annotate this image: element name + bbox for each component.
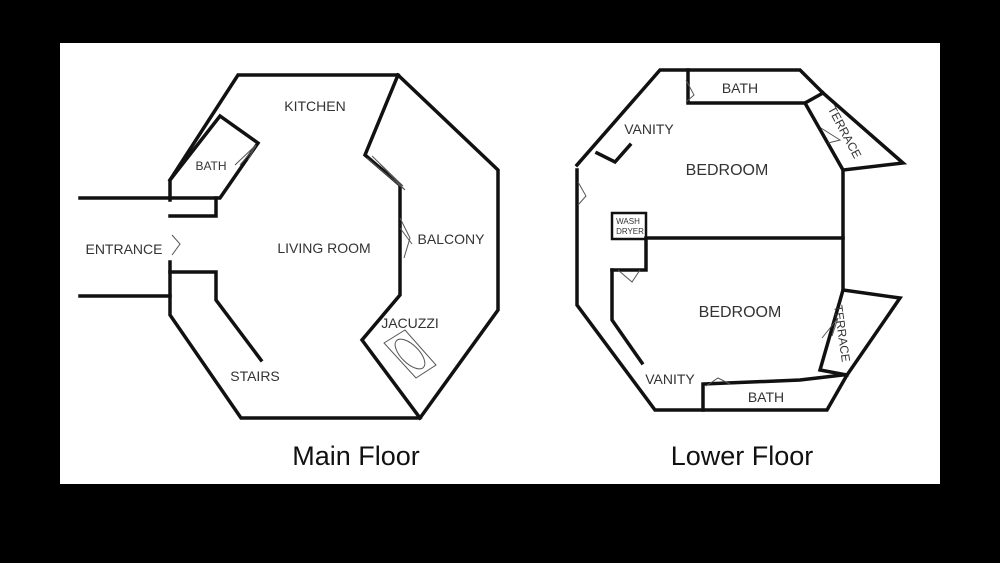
lower-floor-plan: BATH VANITY TERRACE BEDROOM WASH DRYER B… <box>574 68 908 471</box>
room-label-bottom-terrace: TERRACE <box>831 304 853 363</box>
room-label-balcony: BALCONY <box>418 231 486 247</box>
lower-floor-outer-wall <box>574 68 908 412</box>
top-vanity-wall <box>594 142 633 165</box>
top-bath-wall <box>686 68 826 105</box>
room-label-stairs: STAIRS <box>230 368 280 384</box>
room-label-wash: WASH <box>616 217 640 226</box>
main-floor-outer-wall <box>168 73 500 420</box>
main-floor-plan: KITCHEN BATH ENTRANCE LIVING ROOM BALCON… <box>78 72 500 471</box>
room-label-jacuzzi: JACUZZI <box>381 315 439 331</box>
closet-corridor-wall <box>610 237 648 272</box>
door-symbols <box>171 144 413 259</box>
room-label-entrance: ENTRANCE <box>85 241 162 257</box>
room-label-bottom-bath: BATH <box>748 389 784 405</box>
room-label-top-bath: BATH <box>722 80 758 96</box>
lower-floor-caption: Lower Floor <box>671 441 814 471</box>
main-floor-caption: Main Floor <box>292 441 420 471</box>
room-label-bath: BATH <box>195 159 226 173</box>
wash-dryer-closet <box>610 211 648 241</box>
balcony-wall <box>359 72 423 421</box>
room-label-dryer: DRYER <box>616 227 644 236</box>
room-label-top-bedroom: BEDROOM <box>686 162 769 179</box>
room-label-top-vanity: VANITY <box>624 121 674 137</box>
main-bath-wall <box>167 113 261 200</box>
stairs-wall <box>168 270 264 363</box>
room-label-bottom-vanity: VANITY <box>645 371 695 387</box>
room-label-bottom-bedroom: BEDROOM <box>699 304 782 321</box>
jacuzzi-tub <box>383 329 437 379</box>
bottom-vanity-wall <box>610 268 645 366</box>
top-terrace-wall <box>802 100 846 173</box>
closet-wall <box>168 196 218 218</box>
room-label-living-room: LIVING ROOM <box>277 240 370 256</box>
room-label-kitchen: KITCHEN <box>284 98 345 114</box>
lower-door-symbols <box>577 79 842 387</box>
bottom-terrace-wall <box>817 287 850 378</box>
bottom-bath-wall <box>701 373 845 412</box>
